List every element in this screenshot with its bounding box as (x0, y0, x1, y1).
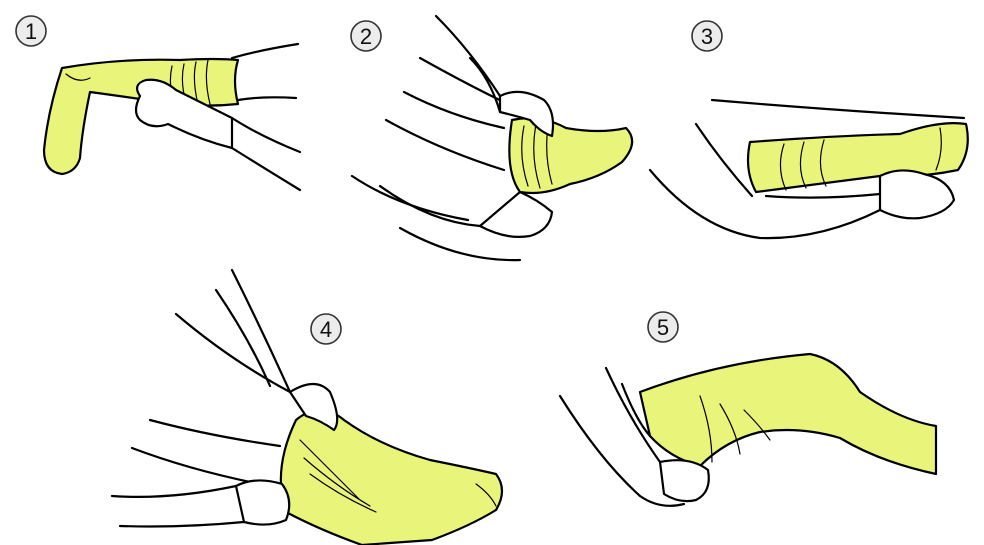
step-2-upper-arm (436, 16, 500, 112)
step-4-number: 4 (320, 317, 332, 342)
step-2-badge: 2 (351, 21, 381, 51)
step-2-illustration (352, 16, 632, 260)
step-4-illustration (112, 270, 502, 545)
step-4-upper-arm (216, 270, 290, 392)
step-1-illustration (44, 44, 300, 190)
step-1-badge: 1 (16, 16, 46, 46)
step-2-sock (509, 118, 632, 193)
step-2-lower-hand (480, 192, 552, 237)
step-1-arm (232, 118, 300, 190)
step-1-number: 1 (25, 19, 37, 44)
step-5-illustration (560, 354, 936, 506)
step-3-number: 3 (701, 24, 713, 49)
step-3-illustration (650, 100, 968, 238)
step-5-hand (660, 460, 709, 501)
step-4-lower-hand (236, 480, 289, 524)
step-4-lower-arm (112, 486, 244, 527)
step-3-hand (880, 170, 954, 218)
step-2-number: 2 (360, 24, 372, 49)
step-1-leg-outline (232, 44, 298, 100)
step-5-badge: 5 (648, 312, 678, 342)
step-4-badge: 4 (311, 314, 341, 344)
step-5-number: 5 (657, 315, 669, 340)
step-5-stocking (640, 354, 936, 474)
step-3-badge: 3 (692, 21, 722, 51)
